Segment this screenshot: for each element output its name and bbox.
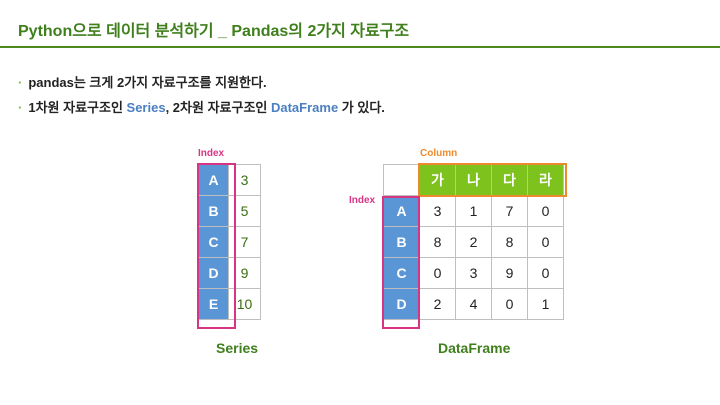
dataframe-index-cell: B [383, 226, 420, 258]
series-index-cell: A [198, 164, 229, 196]
dataframe-column-header: 나 [455, 164, 492, 196]
dataframe-value-cell: 1 [455, 195, 492, 227]
dataframe-value-cell: 9 [491, 257, 528, 289]
dataframe-column-header: 다 [491, 164, 528, 196]
series-index-cell: D [198, 257, 229, 289]
dataframe-value-cell: 0 [527, 257, 564, 289]
dataframe-value-cell: 0 [527, 195, 564, 227]
dataframe-corner-cell [383, 164, 420, 196]
dataframe-column-header: 가 [419, 164, 456, 196]
bullet-dot-icon: · [18, 100, 23, 115]
bullet-pandas-structures: · pandas는 크게 2가지 자료구조를 지원한다. [18, 72, 267, 91]
dataframe-index-cell: C [383, 257, 420, 289]
series-value-cell: 3 [228, 164, 261, 196]
series-value-cell: 7 [228, 226, 261, 258]
series-value-cell: 10 [228, 288, 261, 320]
dataframe-value-cell: 0 [419, 257, 456, 289]
dataframe-column-header: 라 [527, 164, 564, 196]
dataframe-column-label: Column [420, 148, 458, 159]
dataframe-value-cell: 8 [419, 226, 456, 258]
bullet-text-part3: 가 있다. [338, 100, 385, 115]
dataframe-value-cell: 0 [491, 288, 528, 320]
bullet-series-dataframe: · 1차원 자료구조인 Series, 2차원 자료구조인 DataFrame 가… [18, 97, 385, 116]
slide-title: Python으로 데이터 분석하기 _ Pandas의 2가지 자료구조 [18, 23, 410, 40]
title-divider [0, 46, 720, 48]
dataframe-value-cell: 3 [455, 257, 492, 289]
bullet-text-part1: 1차원 자료구조인 [28, 100, 127, 115]
series-index-cell: E [198, 288, 229, 320]
series-value-cell: 5 [228, 195, 261, 227]
bullet-text-part2: , 2차원 자료구조인 [165, 100, 271, 115]
series-index-cell: C [198, 226, 229, 258]
series-index-cell: B [198, 195, 229, 227]
dataframe-value-cell: 7 [491, 195, 528, 227]
bullet-text: pandas는 크게 2가지 자료구조를 지원한다. [28, 75, 267, 90]
series-index-label: Index [198, 148, 225, 159]
dataframe-value-cell: 3 [419, 195, 456, 227]
dataframe-index-cell: A [383, 195, 420, 227]
dataframe-value-cell: 1 [527, 288, 564, 320]
series-caption: Series [216, 340, 259, 356]
series-keyword: Series [126, 100, 166, 115]
dataframe-value-cell: 4 [455, 288, 492, 320]
dataframe-caption: DataFrame [438, 340, 511, 356]
dataframe-value-cell: 8 [491, 226, 528, 258]
dataframe-value-cell: 0 [527, 226, 564, 258]
dataframe-value-cell: 2 [419, 288, 456, 320]
bullet-dot-icon: · [18, 75, 23, 90]
dataframe-value-cell: 2 [455, 226, 492, 258]
dataframe-index-cell: D [383, 288, 420, 320]
dataframe-keyword: DataFrame [270, 100, 339, 115]
dataframe-index-label: Index [349, 195, 376, 206]
series-value-cell: 9 [228, 257, 261, 289]
